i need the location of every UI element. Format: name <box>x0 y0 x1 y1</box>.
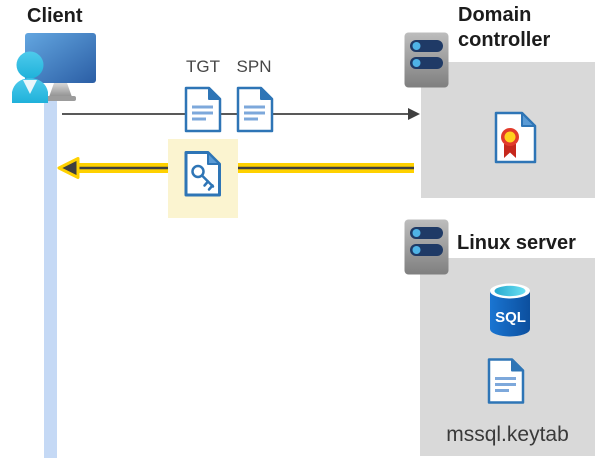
domain-controller-label: Domain controller <box>458 4 551 51</box>
tgt-document-icon <box>184 86 222 133</box>
linux-server-icon <box>404 219 449 275</box>
spn-document-icon <box>236 86 274 133</box>
keytab-label: mssql.keytab <box>446 423 569 446</box>
keytab-document-icon <box>487 358 525 404</box>
user-icon <box>12 51 48 103</box>
client-timeline-bar <box>44 100 57 458</box>
client-label: Client <box>27 5 83 27</box>
linux-server-label: Linux server <box>457 232 576 254</box>
sql-icon-text: SQL <box>495 309 526 326</box>
spn-label: SPN <box>236 57 272 76</box>
key-document-icon <box>184 151 221 197</box>
response-arrow-left-icon <box>57 157 414 179</box>
client-workstation-icon <box>12 33 96 103</box>
tgt-label: TGT <box>186 57 220 76</box>
certificate-icon <box>494 111 537 164</box>
sql-database-icon: SQL <box>490 283 530 337</box>
request-arrow-right-icon <box>62 108 420 120</box>
domain-controller-server-icon <box>404 32 449 88</box>
monitor-icon <box>25 33 96 101</box>
